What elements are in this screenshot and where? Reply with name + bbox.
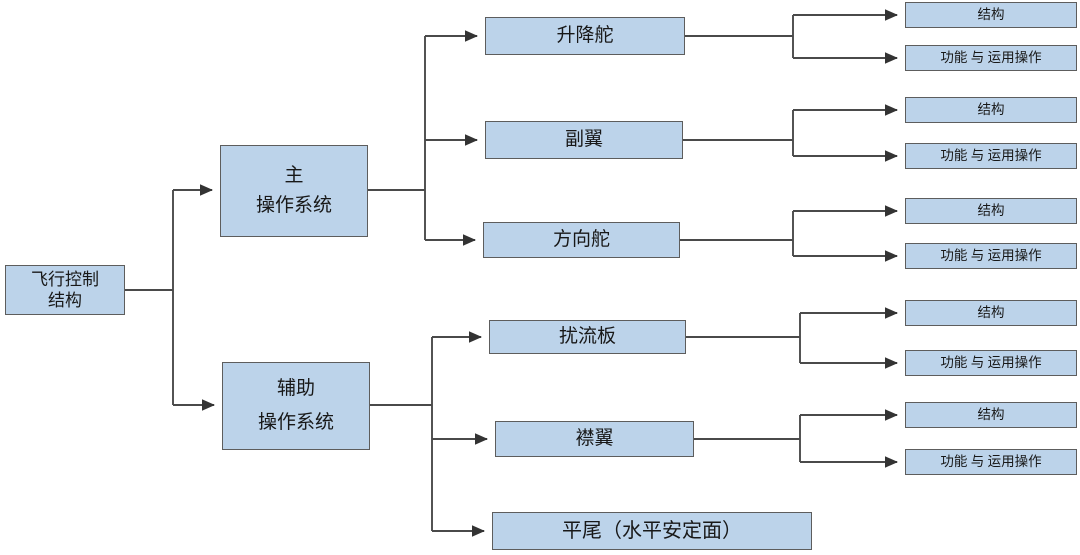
node-rudder-function-label: 功能 与 运用操作 [940, 247, 1042, 263]
node-aileron-structure[interactable]: 结构 [905, 97, 1077, 123]
node-flap-function-label: 功能 与 运用操作 [940, 453, 1042, 469]
node-main-system-line1: 主 [284, 165, 304, 187]
node-elevator-structure-label: 结构 [977, 6, 1005, 22]
node-spoiler-structure-label: 结构 [977, 304, 1005, 320]
node-spoiler[interactable]: 扰流板 [489, 320, 686, 354]
node-flap-label: 襟翼 [575, 428, 614, 450]
node-elevator-structure[interactable]: 结构 [905, 2, 1077, 28]
node-aileron-label: 副翼 [564, 129, 603, 151]
node-rudder-function[interactable]: 功能 与 运用操作 [905, 243, 1077, 269]
node-aileron-structure-label: 结构 [977, 101, 1005, 117]
node-elevator-function-label: 功能 与 运用操作 [940, 49, 1042, 65]
node-aux-system-line1: 辅助 [276, 378, 315, 400]
node-aux-system-line2: 操作系统 [257, 412, 334, 433]
node-main-system-line2: 操作系统 [255, 195, 332, 216]
node-spoiler-structure[interactable]: 结构 [905, 300, 1077, 326]
node-elevator[interactable]: 升降舵 [485, 17, 685, 55]
node-rudder[interactable]: 方向舵 [483, 222, 680, 258]
node-root-line1: 飞行控制 [31, 269, 99, 289]
node-flap-structure-label: 结构 [977, 406, 1005, 422]
node-flap[interactable]: 襟翼 [495, 421, 694, 457]
node-spoiler-function-label: 功能 与 运用操作 [940, 354, 1042, 370]
node-aux-system[interactable]: 辅助 操作系统 [222, 362, 370, 450]
node-aileron-function[interactable]: 功能 与 运用操作 [905, 143, 1077, 169]
node-elevator-function[interactable]: 功能 与 运用操作 [905, 45, 1077, 71]
node-spoiler-label: 扰流板 [558, 326, 616, 348]
node-horizontal-tail[interactable]: 平尾（水平安定面） [492, 512, 812, 550]
node-flap-structure[interactable]: 结构 [905, 402, 1077, 428]
node-main-system[interactable]: 主 操作系统 [220, 145, 368, 237]
node-root[interactable]: 飞行控制 结构 [5, 265, 125, 315]
node-aileron[interactable]: 副翼 [485, 121, 683, 159]
node-elevator-label: 升降舵 [556, 25, 614, 47]
node-root-line2: 结构 [48, 291, 82, 310]
node-rudder-label: 方向舵 [552, 229, 610, 251]
node-rudder-structure[interactable]: 结构 [905, 198, 1077, 224]
node-flap-function[interactable]: 功能 与 运用操作 [905, 449, 1077, 475]
node-spoiler-function[interactable]: 功能 与 运用操作 [905, 350, 1077, 376]
node-rudder-structure-label: 结构 [977, 202, 1005, 218]
node-horizontal-tail-label: 平尾（水平安定面） [562, 519, 742, 542]
node-aileron-function-label: 功能 与 运用操作 [940, 147, 1042, 163]
